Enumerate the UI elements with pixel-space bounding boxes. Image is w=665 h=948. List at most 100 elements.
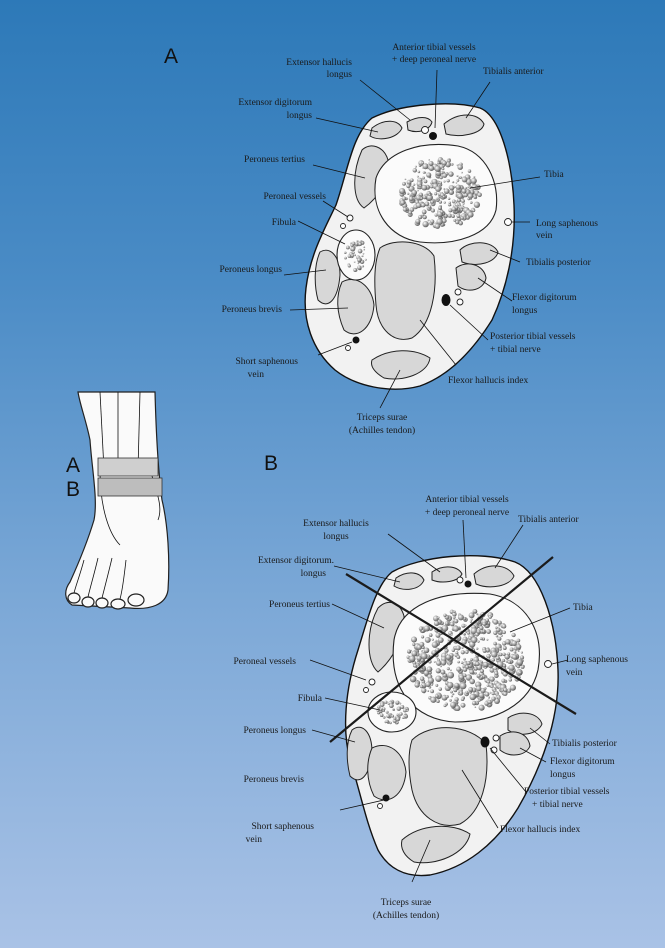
bone-pore <box>383 716 386 719</box>
label-a-flex-hal: Flexor hallucis index <box>448 376 528 386</box>
bone-pore <box>355 242 358 245</box>
bone-pore <box>442 625 449 632</box>
bone-pore <box>445 621 449 625</box>
bone-pore <box>476 613 478 615</box>
bone-pore <box>422 185 428 191</box>
bone-pore <box>351 247 356 252</box>
bone-pore <box>449 185 454 190</box>
bone-pore <box>512 655 517 660</box>
bone-pore <box>507 689 511 693</box>
label-b-long-saph-2: vein <box>566 668 583 678</box>
bone-pore <box>485 692 490 697</box>
bone-pore <box>419 642 424 647</box>
label-b-per-long: Peroneus longus <box>243 726 306 736</box>
bone-pore <box>468 212 474 218</box>
bone-pore <box>430 697 436 703</box>
bone-pore <box>435 633 440 638</box>
bone-pore <box>518 671 521 674</box>
bone-pore <box>408 211 412 215</box>
bone-pore <box>397 706 401 710</box>
bone-pore <box>421 203 425 207</box>
peroneal-vessel-a-2 <box>341 224 346 229</box>
bone-pore <box>396 717 401 722</box>
section-b-letter: B <box>264 452 278 475</box>
bone-pore <box>457 164 462 169</box>
level-b-band <box>98 478 162 496</box>
label-a-per-tert: Peroneus tertius <box>244 155 305 165</box>
section-b: B <box>233 452 628 921</box>
posterior-tibial-vein-b <box>493 735 499 741</box>
label-a-ext-hal-2: longus <box>327 70 353 80</box>
bone-pore <box>357 265 362 270</box>
bone-pore <box>488 615 491 618</box>
bone-pore <box>423 195 427 199</box>
bone-pore <box>451 634 453 636</box>
bone-pore <box>458 691 463 696</box>
toe-3 <box>96 598 108 608</box>
bone-pore <box>450 622 455 627</box>
bone-pore <box>453 616 456 619</box>
leg-level-b: B <box>66 478 80 501</box>
bone-pore <box>483 662 488 667</box>
bone-pore <box>499 653 503 657</box>
bone-pore <box>455 706 460 711</box>
bone-pore <box>457 179 460 182</box>
bone-pore <box>380 713 384 717</box>
bone-pore <box>407 649 411 653</box>
label-a-long-saph-1: Long saphenous <box>536 219 598 229</box>
bone-pore <box>406 184 410 188</box>
bone-pore <box>448 171 453 176</box>
bone-pore <box>435 684 438 687</box>
bone-pore <box>414 664 417 667</box>
anterior-tibial-artery-a <box>429 132 437 140</box>
bone-pore <box>344 251 347 254</box>
bone-pore <box>488 700 492 704</box>
bone-pore <box>456 667 461 672</box>
bone-pore <box>411 636 417 642</box>
bone-pore <box>480 660 482 662</box>
bone-pore <box>437 617 439 619</box>
bone-pore <box>509 678 512 681</box>
bone-pore <box>421 653 428 660</box>
bone-pore <box>427 690 429 692</box>
bone-pore <box>520 655 524 659</box>
bone-pore <box>497 637 501 641</box>
label-b-flex-dig-1: Flexor digitorum <box>550 757 615 767</box>
label-a-short-saph-2: vein <box>248 370 265 380</box>
bone-pore <box>440 176 443 179</box>
bone-pore <box>460 683 467 690</box>
bone-pore <box>452 207 457 212</box>
bone-pore <box>450 691 453 694</box>
bone-pore <box>413 168 417 172</box>
bone-pore <box>436 198 438 200</box>
label-a-ext-hal-1: Extensor hallucis <box>286 58 352 68</box>
bone-pore <box>442 168 445 171</box>
bone-pore <box>424 625 430 631</box>
bone-pore <box>461 703 466 708</box>
label-b-flex-hal: Flexor hallucis index <box>500 825 580 835</box>
bone-pore <box>407 193 409 195</box>
bone-pore <box>431 683 433 685</box>
bone-pore <box>456 645 461 650</box>
toe-5 <box>128 594 144 606</box>
bone-pore <box>471 178 477 184</box>
bone-pore <box>440 210 443 213</box>
bone-pore <box>436 173 438 175</box>
bone-pore <box>422 210 427 215</box>
label-a-flex-dig-2: longus <box>512 306 538 316</box>
bone-pore <box>477 630 481 634</box>
bone-pore <box>482 622 486 626</box>
bone-pore <box>473 176 475 178</box>
bone-pore <box>461 650 465 654</box>
bone-pore <box>358 249 363 254</box>
bone-pore <box>461 697 465 701</box>
bone-pore <box>420 676 425 681</box>
bone-pore <box>448 158 450 160</box>
bone-pore <box>411 651 417 657</box>
bone-pore <box>414 682 419 687</box>
bone-pore <box>425 682 430 687</box>
bone-pore <box>498 621 502 625</box>
bone-pore <box>454 697 458 701</box>
bone-pore <box>477 193 482 198</box>
bone-pore <box>351 254 354 257</box>
